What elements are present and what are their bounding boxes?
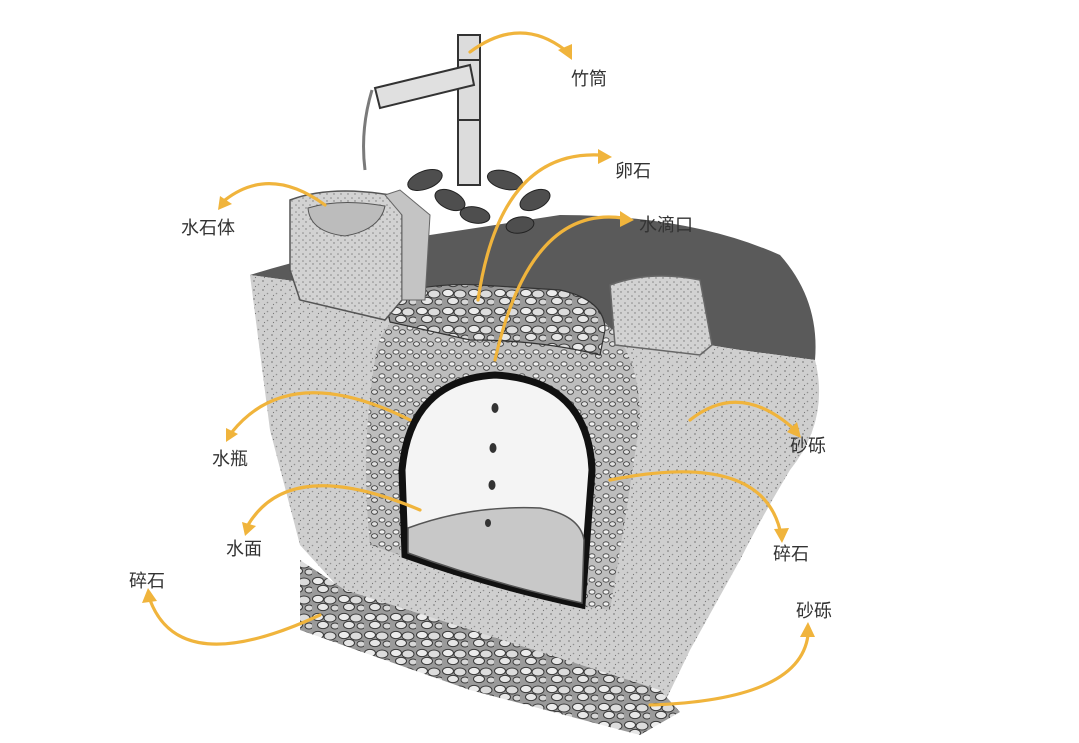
arrow-gravel-sand-top <box>688 400 801 438</box>
arrow-crushed-stone-left <box>142 588 322 646</box>
arrow-bamboo-pipe <box>468 31 572 60</box>
bamboo-spout <box>373 63 476 110</box>
arrow-crushed-stone-right <box>608 470 789 543</box>
label-gravel-sand-top: 砂砾 <box>790 436 826 457</box>
water-droplets <box>485 403 499 527</box>
water-stream <box>362 89 374 171</box>
arrow-water-drip-hole <box>493 211 634 362</box>
right-stone <box>609 275 713 356</box>
arrow-water-surface <box>242 484 422 536</box>
arrow-pebble <box>476 149 612 302</box>
label-stone-basin: 水石体 <box>181 218 235 239</box>
label-crushed-stone-left: 碎石 <box>129 571 165 592</box>
bottom-gravel-bed <box>300 560 680 735</box>
crushed-stone-ring <box>366 300 640 610</box>
label-gravel-sand-bottom: 砂砾 <box>796 601 832 622</box>
arrow-water-jar <box>226 391 412 442</box>
label-crushed-stone-right: 碎石 <box>773 544 809 565</box>
label-bamboo-pipe: 竹筒 <box>571 69 607 90</box>
plant-leaves <box>407 169 551 234</box>
pebble-cap <box>384 284 606 356</box>
bamboo-vertical <box>457 34 481 186</box>
label-water-jar: 水瓶 <box>212 449 248 470</box>
label-water-drip-hole: 水滴口 <box>639 215 693 236</box>
label-water-surface: 水面 <box>226 539 262 560</box>
arrow-gravel-sand-bottom <box>648 622 815 707</box>
label-pebble: 卵石 <box>615 161 651 182</box>
water-in-jar <box>407 506 585 604</box>
arrow-stone-basin <box>218 182 327 210</box>
